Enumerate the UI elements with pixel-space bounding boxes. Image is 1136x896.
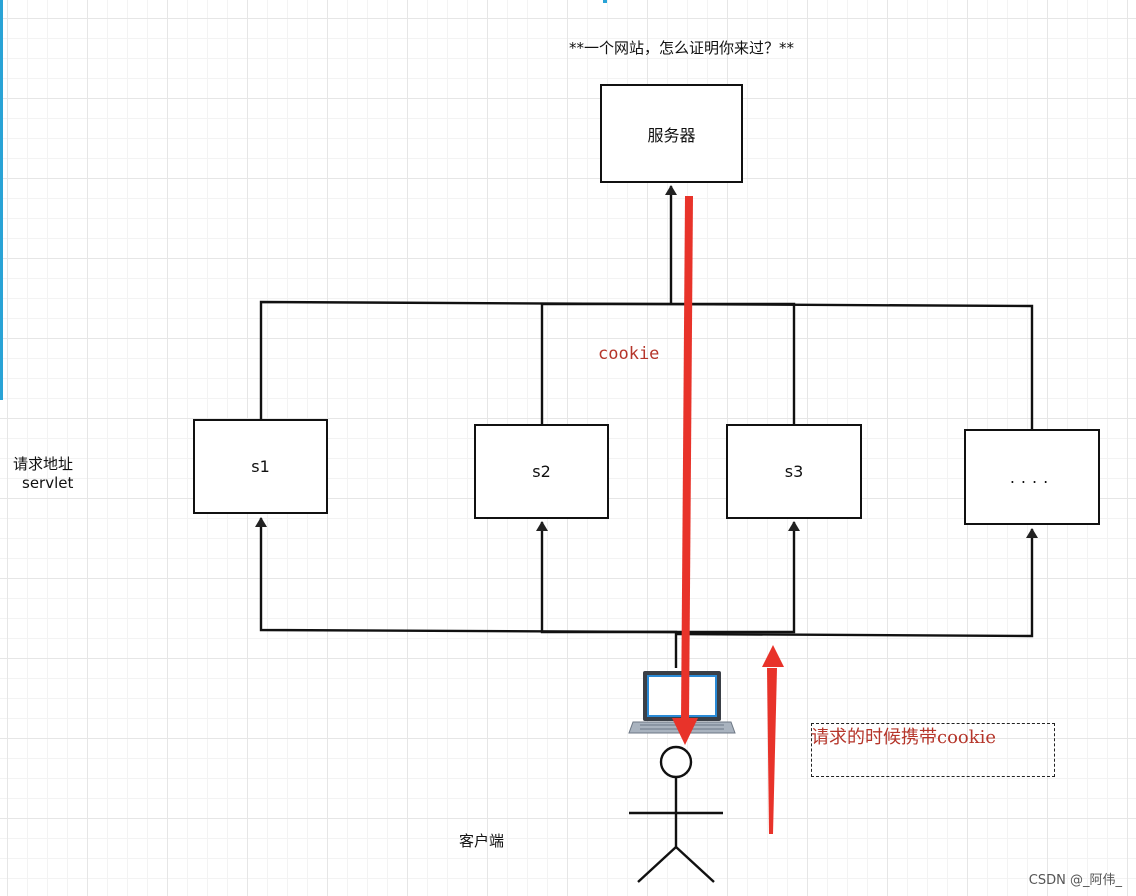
servlet-s1-box: s1: [193, 419, 328, 514]
server-box: 服务器: [600, 84, 743, 183]
side-label-line2: servlet: [22, 474, 73, 492]
upper-bus-outer: [261, 302, 1032, 430]
arrow-to-s2: [542, 522, 676, 632]
servlet-s2-box: s2: [474, 424, 609, 519]
server-label: 服务器: [647, 122, 695, 146]
upper-bus-inner: [542, 304, 794, 425]
servlet-s2-label: s2: [532, 462, 551, 481]
servlet-more-box: ....: [964, 429, 1100, 525]
user-figure-icon: [629, 747, 723, 882]
carry-note-text: 请求的时候携带cookie: [811, 723, 996, 749]
client-label: 客户端: [459, 830, 504, 851]
arrow-to-s3: [676, 522, 794, 632]
servlet-s1-label: s1: [251, 457, 270, 476]
arrow-to-s1: [261, 518, 676, 668]
red-arrow-up: [762, 645, 784, 834]
side-label-line1: 请求地址: [13, 453, 73, 474]
servlet-s3-box: s3: [726, 424, 862, 519]
watermark: CSDN @_阿伟_: [1029, 869, 1122, 888]
arrow-to-more: [676, 529, 1032, 636]
servlet-s3-label: s3: [785, 462, 804, 481]
cookie-label: cookie: [598, 344, 659, 364]
servlet-more-label: ....: [1010, 468, 1054, 487]
